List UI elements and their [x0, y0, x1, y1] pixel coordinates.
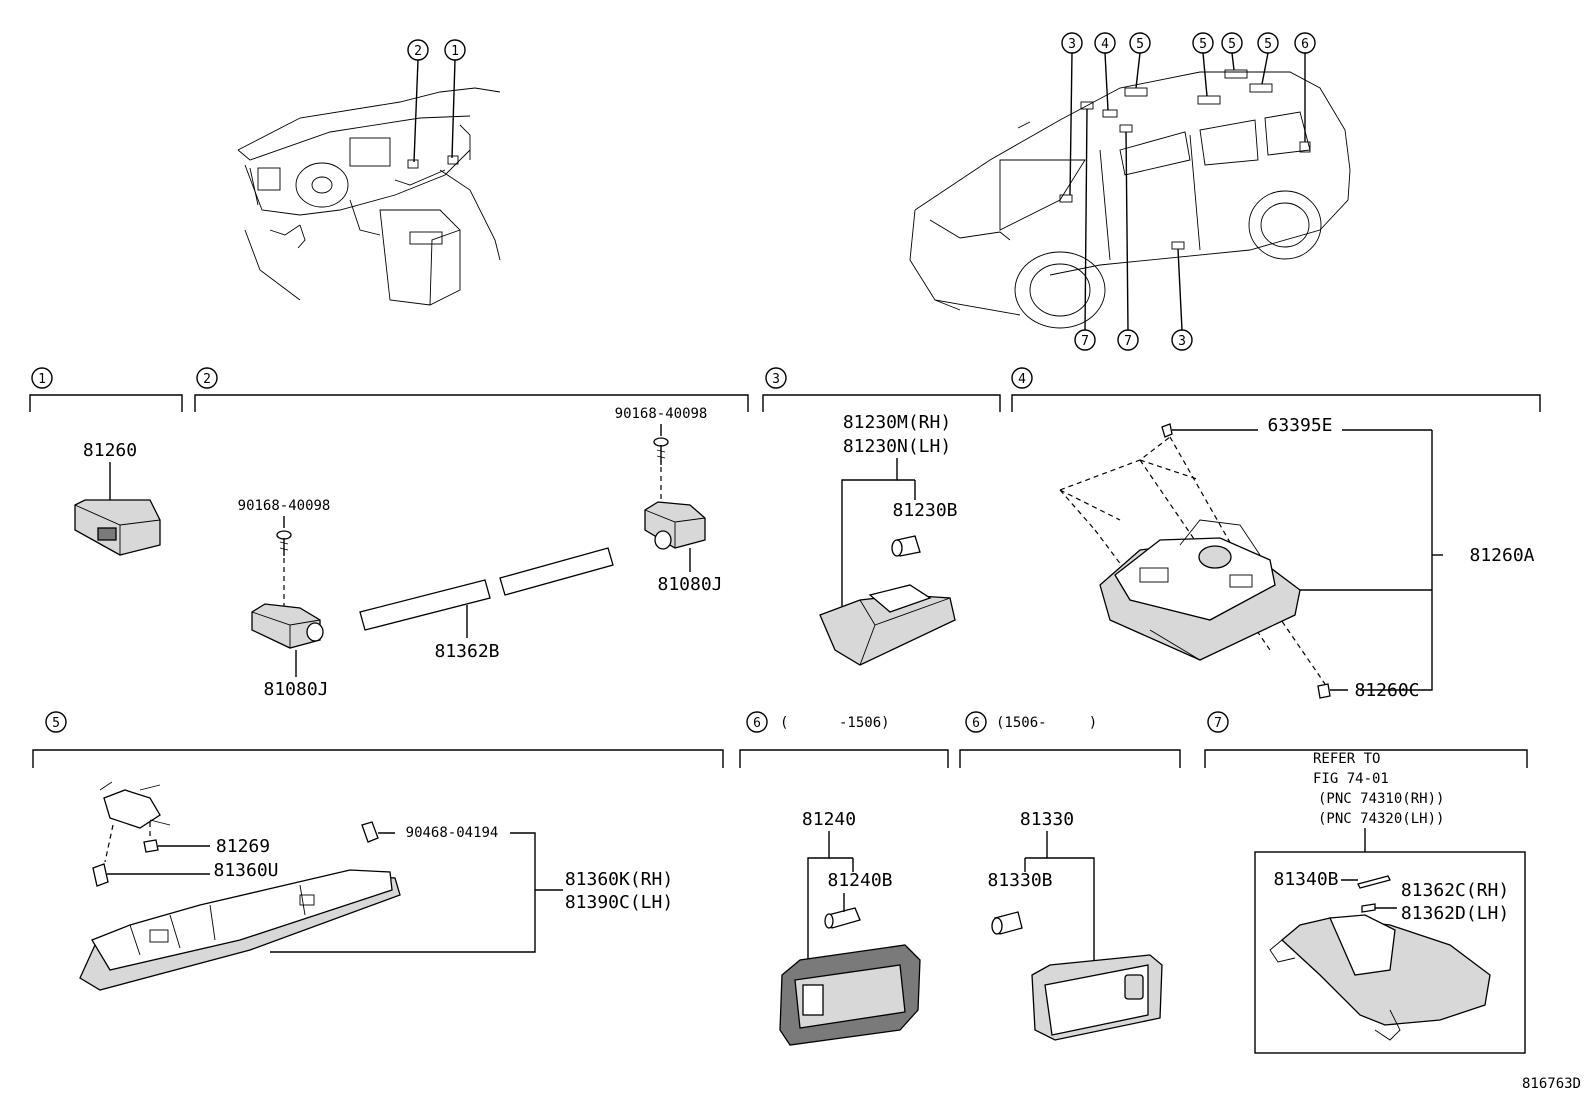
section-2-parts: 90168-40098 81080J 81362B 90168-40098: [238, 406, 723, 700]
svg-text:81269: 81269: [216, 836, 270, 857]
svg-text:5: 5: [1228, 37, 1236, 52]
tube-81362B: [359, 547, 614, 631]
clip-icon: [1161, 423, 1173, 438]
section-6a-parts: 81240 81240B: [779, 809, 921, 1046]
svg-text:7: 7: [1124, 334, 1132, 349]
svg-text:81230N(LH): 81230N(LH): [843, 436, 951, 457]
section-5-header: 5: [32, 711, 724, 768]
clip-icon: [1317, 683, 1331, 699]
svg-text:81080J: 81080J: [657, 574, 722, 595]
section-7-header: 7: [1204, 711, 1528, 768]
svg-text:(PNC 74320(LH)): (PNC 74320(LH)): [1318, 811, 1444, 827]
svg-text:81230M(RH): 81230M(RH): [843, 412, 951, 433]
svg-text:90168-40098: 90168-40098: [615, 406, 708, 422]
svg-text:90468-04194: 90468-04194: [406, 825, 499, 841]
section-1-header: 1: [29, 367, 183, 412]
svg-text:(1506- ): (1506- ): [996, 715, 1097, 731]
svg-text:5: 5: [1136, 37, 1144, 52]
svg-text:2: 2: [203, 372, 211, 387]
svg-text:FIG 74-01: FIG 74-01: [1313, 771, 1389, 787]
svg-text:3: 3: [1068, 37, 1076, 52]
section-6b-parts: 81330 81330B: [987, 809, 1163, 1041]
svg-text:81260C: 81260C: [1354, 680, 1419, 701]
svg-text:7: 7: [1081, 334, 1089, 349]
svg-text:(PNC 74310(RH)): (PNC 74310(RH)): [1318, 791, 1444, 807]
svg-text:81330B: 81330B: [987, 870, 1052, 891]
section-6b-header: 6 (1506- ): [959, 711, 1181, 768]
svg-text:( -1506): ( -1506): [780, 715, 890, 731]
svg-text:4: 4: [1101, 37, 1109, 52]
section-2-header: 2: [194, 367, 749, 412]
svg-text:81360K(RH): 81360K(RH): [565, 869, 673, 890]
callout-1: 1: [451, 44, 459, 59]
section-7-parts: REFER TO FIG 74-01 (PNC 74310(RH)) (PNC …: [1254, 751, 1526, 1054]
callout-2: 2: [414, 44, 422, 59]
svg-text:81240: 81240: [802, 809, 856, 830]
vehicle-callouts: 3 4 5 5 5 5 6 7 7 3: [1061, 32, 1316, 351]
svg-text:6: 6: [753, 716, 761, 731]
screw-icon: [653, 437, 669, 465]
svg-text:81362D(LH): 81362D(LH): [1401, 903, 1509, 924]
svg-text:REFER TO: REFER TO: [1313, 751, 1380, 767]
svg-text:90168-40098: 90168-40098: [238, 498, 331, 514]
svg-text:81230B: 81230B: [892, 500, 957, 521]
svg-text:7: 7: [1214, 716, 1222, 731]
section-6a-header: 6 ( -1506): [739, 711, 949, 768]
svg-text:81390C(LH): 81390C(LH): [565, 892, 673, 913]
section-5-parts: 81269 81360U 90468-04194 81360K(RH) 8139…: [79, 781, 673, 991]
section-3-parts: 81230M(RH) 81230N(LH) 81230B: [819, 412, 958, 666]
figure-id: 816763D: [1522, 1076, 1581, 1092]
vehicle-illustration: [909, 69, 1351, 329]
svg-text:81362B: 81362B: [434, 641, 499, 662]
svg-text:81080J: 81080J: [263, 679, 328, 700]
svg-text:81360U: 81360U: [213, 860, 278, 881]
dashboard-callouts: 2 1: [407, 39, 466, 163]
svg-text:4: 4: [1018, 372, 1026, 387]
svg-text:3: 3: [772, 372, 780, 387]
svg-text:6: 6: [1301, 37, 1309, 52]
svg-text:81260A: 81260A: [1469, 545, 1534, 566]
svg-text:5: 5: [52, 716, 60, 731]
dashboard-illustration: [237, 87, 501, 306]
svg-text:5: 5: [1199, 37, 1207, 52]
svg-text:5: 5: [1264, 37, 1272, 52]
svg-text:81240B: 81240B: [827, 870, 892, 891]
section-1-parts: 81260: [74, 440, 161, 556]
svg-text:1: 1: [38, 372, 46, 387]
section-3-header: 3: [762, 367, 1001, 412]
svg-text:6: 6: [972, 716, 980, 731]
screw-icon: [276, 530, 292, 556]
svg-text:81330: 81330: [1020, 809, 1074, 830]
section-4-header: 4: [1011, 367, 1541, 412]
part-81260: 81260: [83, 440, 137, 461]
svg-text:3: 3: [1178, 334, 1186, 349]
svg-text:81362C(RH): 81362C(RH): [1401, 880, 1509, 901]
svg-text:63395E: 63395E: [1267, 415, 1332, 436]
section-4-parts: 63395E 81260A 81260C: [1059, 415, 1535, 701]
svg-text:81340B: 81340B: [1273, 869, 1338, 890]
